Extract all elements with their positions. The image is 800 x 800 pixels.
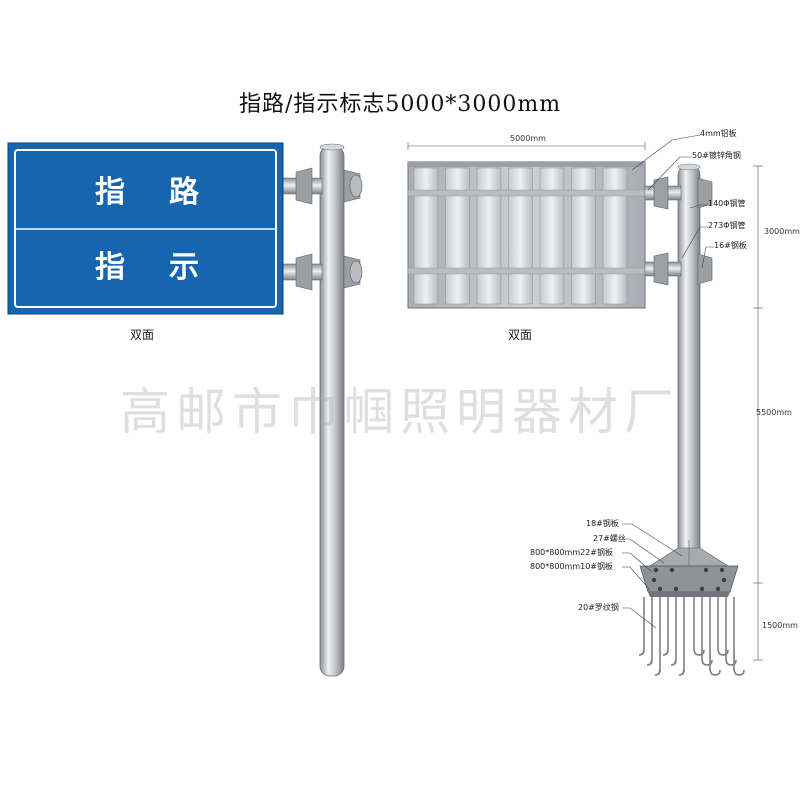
dimension-lines <box>407 142 763 661</box>
anchor-rebars <box>638 597 745 676</box>
watermark: 高邮市巾帼照明器材厂 <box>120 383 680 441</box>
panel-rib <box>413 167 439 305</box>
panel-rib <box>445 167 470 305</box>
back-pole <box>677 165 701 559</box>
height-dimension-sign: 3000mm <box>764 227 800 236</box>
page-title: 指路/指示标志5000*3000mm <box>238 92 562 117</box>
panel-rib <box>571 167 596 305</box>
panel-ribs <box>413 167 628 305</box>
anchor-rebar <box>693 597 705 656</box>
back-sign-panel <box>407 161 646 309</box>
callout-140-pipe: 140Φ钢管 <box>708 199 746 208</box>
sign-line1-left: 指 <box>95 175 125 210</box>
panel-rib <box>602 167 628 305</box>
anchor-rebar <box>646 597 653 666</box>
callout-leaders-top <box>631 134 714 269</box>
callout-rebar: 20#罗纹钢 <box>578 603 619 612</box>
pole-base <box>638 540 745 676</box>
width-dimension: 5000mm <box>510 134 546 143</box>
front-view: 指 路 指 示 <box>7 142 363 677</box>
callout-273-pipe: 273Φ钢管 <box>708 221 746 230</box>
front-pole-cap <box>319 143 345 151</box>
callout-22-base-plate: 800*800mm22#钢板 <box>530 548 614 557</box>
panel-rib <box>508 167 533 305</box>
anchor-rebar <box>733 597 745 676</box>
callout-18-steel-plate: 18#钢板 <box>586 519 619 528</box>
back-upper-bracket <box>644 176 713 210</box>
callout-aluminum-plate: 4mm铝板 <box>700 129 737 138</box>
anchor-rebar <box>678 597 685 676</box>
height-dimension-pole: 5500mm <box>756 408 792 417</box>
callout-27-bolts: 27#螺丝 <box>593 534 626 543</box>
anchor-rebar <box>701 597 713 666</box>
back-lower-bracket <box>644 252 713 286</box>
front-lower-bracket <box>281 253 363 291</box>
anchor-rebar <box>662 597 669 656</box>
callout-10-base-plate: 800*800mm10#钢板 <box>530 562 614 571</box>
back-view <box>407 134 763 676</box>
anchor-rebar <box>709 597 721 676</box>
front-face-label: 双面 <box>130 328 155 342</box>
anchor-rebar <box>638 597 645 656</box>
anchor-rebar <box>670 597 677 666</box>
height-dimension-foundation: 1500mm <box>762 621 798 630</box>
callout-16-steel-plate: 16#钢板 <box>714 241 747 250</box>
callout-leaders-base <box>622 523 683 629</box>
anchor-rebar <box>654 597 661 676</box>
sign-line1-right: 路 <box>169 175 200 210</box>
back-face-label: 双面 <box>508 328 533 342</box>
anchor-rebar <box>717 597 729 656</box>
front-upper-bracket <box>281 167 363 205</box>
panel-rib <box>476 167 502 305</box>
panel-rib <box>539 167 565 305</box>
sign-line2-right: 示 <box>169 250 199 285</box>
front-sign-panel: 指 路 指 示 <box>7 142 284 315</box>
sign-line2-left: 指 <box>95 250 125 285</box>
callout-angle-steel: 50#镀锌角钢 <box>692 151 741 160</box>
anchor-rebar <box>725 597 737 666</box>
